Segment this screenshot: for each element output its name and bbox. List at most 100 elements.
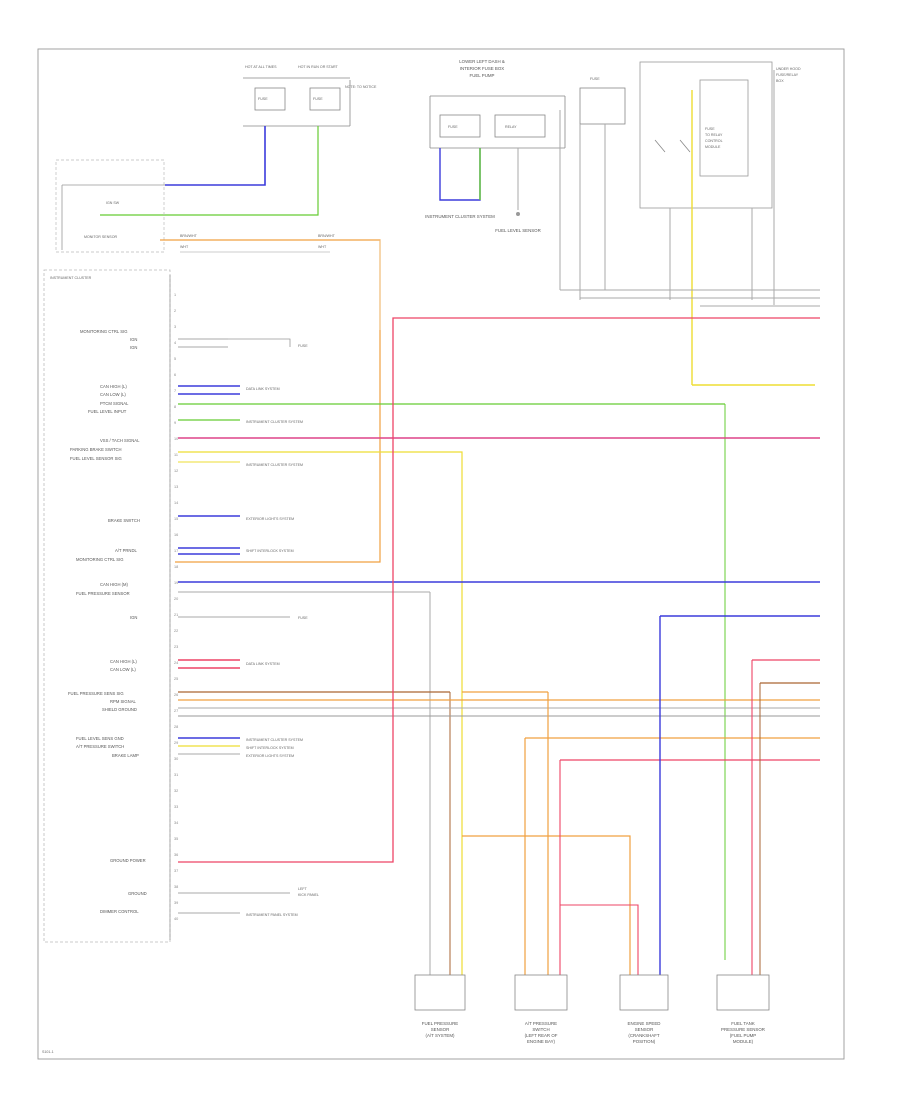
left-labels: MONITORING CTRL SIG IGN IGN CAN HIGH (L)… [68, 329, 147, 914]
right-ref-5: DATA LINK SYSTEM [246, 662, 280, 666]
svg-text:ENGINE SPEED: ENGINE SPEED [628, 1021, 661, 1026]
svg-text:11: 11 [174, 453, 178, 457]
right-ref-4: SHIFT INTERLOCK SYSTEM [246, 549, 294, 553]
instrument-cluster-box [43, 269, 171, 943]
svg-text:12: 12 [174, 469, 178, 473]
component-fuel-tank-pressure-sensor: FUEL TANK PRESSURE SENSOR (FUEL PUMP MOD… [716, 974, 770, 1044]
left-label-21: FUEL LEVEL SENS GND [76, 736, 124, 741]
side-note-1: UNDER HOOD [776, 67, 801, 71]
svg-text:21: 21 [174, 613, 178, 617]
svg-text:31: 31 [174, 773, 178, 777]
wire-code-3: WHT [180, 245, 189, 249]
svg-text:6: 6 [174, 373, 176, 377]
right-ref-3: EXTERIOR LIGHTS SYSTEM [246, 517, 294, 521]
cluster-title: INSTRUMENT CLUSTER [50, 276, 92, 280]
svg-text:23: 23 [174, 645, 178, 649]
top-left-note: NOTE: TO NOTICE [345, 85, 377, 89]
wire-code-4: WHT [318, 245, 327, 249]
svg-text:17: 17 [174, 549, 178, 553]
svg-text:37: 37 [174, 869, 178, 873]
left-label-0: MONITORING CTRL SIG [80, 329, 127, 334]
svg-text:SENSOR: SENSOR [635, 1027, 654, 1032]
svg-text:14: 14 [174, 501, 178, 505]
left-label-22: A/T PRESSURE SWITCH [76, 744, 124, 749]
svg-text:30: 30 [174, 757, 178, 761]
svg-text:FUEL PRESSURE: FUEL PRESSURE [422, 1021, 459, 1026]
wire-code-1: BRN/WHT [180, 234, 198, 238]
relay-note-1: FUSE [705, 127, 715, 131]
svg-text:20: 20 [174, 597, 178, 601]
svg-text:28: 28 [174, 725, 178, 729]
component-fuel-pressure-sensor: FUEL PRESSURE SENSOR (A/T SYSTEM) [414, 974, 466, 1038]
side-note-3: BOX [776, 79, 784, 83]
svg-text:40: 40 [174, 917, 178, 921]
left-label-20: SHIELD GROUND [102, 707, 137, 712]
svg-text:25: 25 [174, 677, 178, 681]
svg-text:4: 4 [174, 341, 176, 345]
relay-note-3: CONTROL [705, 139, 723, 143]
left-label-16: CAN HIGH (L) [110, 659, 137, 664]
left-label-3: CAN HIGH (L) [100, 384, 127, 389]
relay-note-4: MODULE [705, 145, 721, 149]
right-ref-6: INSTRUMENT CLUSTER SYSTEM [246, 738, 303, 742]
right-ref-1: INSTRUMENT CLUSTER SYSTEM [246, 420, 303, 424]
left-label-2: IGN [130, 345, 137, 350]
right-ref-0: DATA LINK SYSTEM [246, 387, 280, 391]
svg-text:18: 18 [174, 565, 178, 569]
svg-text:19: 19 [174, 581, 178, 585]
svg-text:38: 38 [174, 885, 178, 889]
center-header-2: INTERIOR FUSE BOX [460, 66, 504, 71]
center-label-b: FUEL LEVEL SENSOR [495, 228, 541, 233]
center-relay-label: RELAY [505, 125, 517, 129]
svg-text:SWITCH: SWITCH [532, 1027, 549, 1032]
center-header-1: LOWER LEFT DASH & [459, 59, 505, 64]
center-fuse-label: FUSE [448, 125, 458, 129]
svg-text:29: 29 [174, 741, 178, 745]
side-note-2: FUSE/RELAY [776, 73, 799, 77]
svg-text:(FUEL PUMP: (FUEL PUMP [730, 1033, 756, 1038]
ref-fuse-1: FUSE [298, 344, 308, 348]
svg-text:1: 1 [174, 293, 176, 297]
svg-text:26: 26 [174, 693, 178, 697]
right-ref-7: SHIFT INTERLOCK SYSTEM [246, 746, 294, 750]
svg-text:ENGINE BAY): ENGINE BAY) [527, 1039, 556, 1044]
fuse-right-label: FUSE [313, 97, 323, 101]
left-label-8: PARKING BRAKE SWITCH [70, 447, 122, 452]
left-label-9: FUEL LEVEL SENSOR SIG [70, 456, 122, 461]
svg-text:24: 24 [174, 661, 178, 665]
left-label-7: VSS / TACH SIGNAL [100, 438, 140, 443]
svg-text:5: 5 [174, 357, 176, 361]
svg-text:(A/T SYSTEM): (A/T SYSTEM) [426, 1033, 455, 1038]
left-label-4: CAN LOW (L) [100, 392, 126, 397]
right-ref-9: INSTRUMENT PANEL SYSTEM [246, 913, 298, 917]
svg-text:PRESSURE SENSOR: PRESSURE SENSOR [721, 1027, 765, 1032]
left-label-18: FUEL PRESSURE SENS SIG [68, 691, 124, 696]
left-label-11: A/T PRNDL [115, 548, 137, 553]
left-label-14: FUEL PRESSURE SENSOR [76, 591, 130, 596]
svg-text:POSITION): POSITION) [633, 1039, 656, 1044]
svg-text:33: 33 [174, 805, 178, 809]
label-monitor: MONITOR SENSOR [84, 235, 117, 239]
left-label-26: DIMMER CONTROL [100, 909, 139, 914]
fuse-left-label: FUSE [258, 97, 268, 101]
svg-text:2: 2 [174, 309, 176, 313]
left-label-23: BRAKE LAMP [112, 753, 139, 758]
ref-fuse-2: FUSE [298, 616, 308, 620]
svg-text:10: 10 [174, 437, 178, 441]
top-right-fuse: FUSE [590, 77, 600, 81]
svg-text:32: 32 [174, 789, 178, 793]
left-label-10: BRAKE SWITCH [108, 518, 140, 523]
diagram-border [37, 48, 845, 1060]
left-label-12: MONITORING CTRL SIG [76, 557, 123, 562]
svg-text:16: 16 [174, 533, 178, 537]
svg-text:35: 35 [174, 837, 178, 841]
svg-text:(LEFT REAR OF: (LEFT REAR OF [525, 1033, 558, 1038]
left-label-6: FUEL LEVEL INPUT [88, 409, 127, 414]
left-label-24: GROUND POWER [110, 858, 146, 863]
top-right-relay-block: FUSE FUSE TO RELAY CONTROL MODULE UNDER … [579, 61, 801, 209]
svg-text:MODULE): MODULE) [733, 1039, 754, 1044]
center-header-3: FUEL PUMP [470, 73, 495, 78]
bottom-note-1: LEFT [298, 887, 308, 891]
hot-label-2: HOT IN RUN OR START [298, 65, 339, 69]
